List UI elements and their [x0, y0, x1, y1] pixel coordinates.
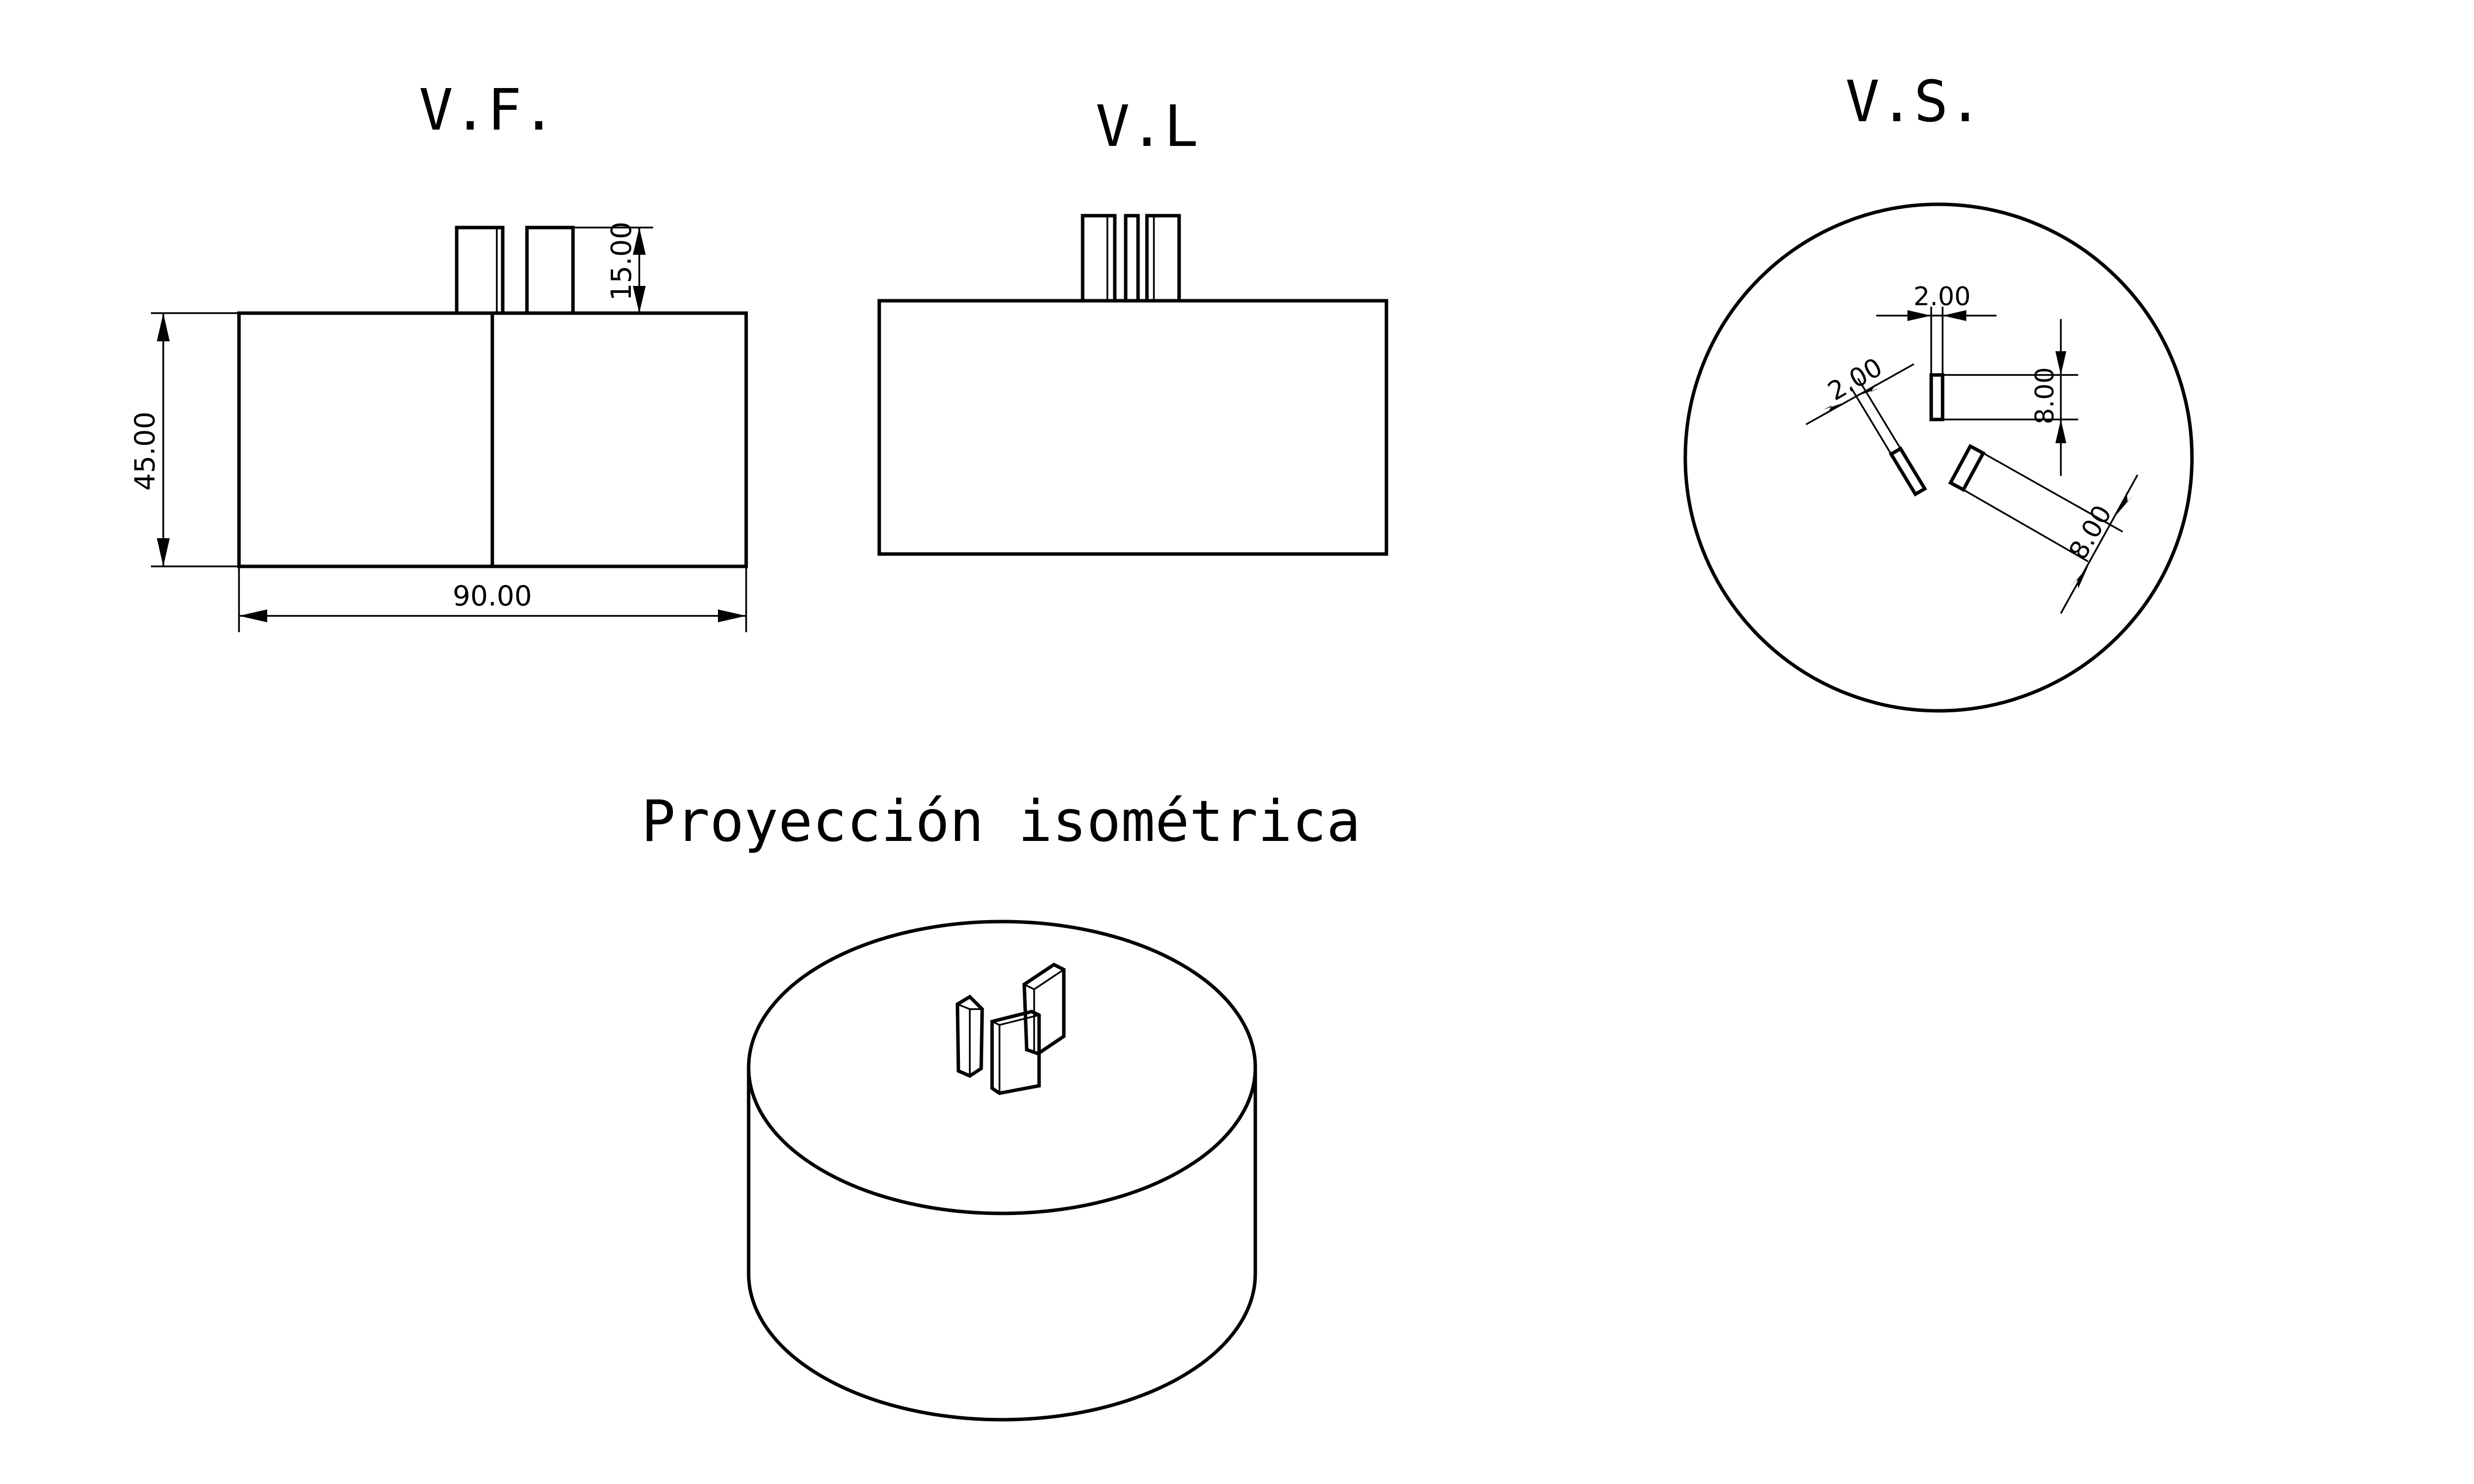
side-view: V.L [877, 93, 1388, 556]
front-view-pin-left [455, 226, 505, 315]
top-view-title: V.S. [1846, 69, 1983, 135]
top-view-outline [1683, 202, 2194, 713]
front-dim-pin-label: 15.00 [606, 222, 638, 301]
isometric-pin-right [1022, 962, 1066, 1056]
isometric-view-title: Proyección isométrica [641, 788, 1361, 855]
front-view-title: V.F. [419, 77, 556, 143]
side-view-pins [1081, 214, 1181, 303]
top-dim-l1-label: 8.00 [2030, 367, 2060, 424]
isometric-view: Proyección isométrica [641, 788, 1361, 1422]
top-dim-w1: 2.00 [1876, 282, 1997, 375]
front-dim-height: 45.00 [129, 312, 239, 567]
top-dim-w2: 2.00 [1806, 352, 1914, 455]
front-dim-width: 90.00 [238, 566, 747, 632]
front-dim-height-label: 45.00 [129, 412, 161, 491]
isometric-pin-front [990, 1010, 1041, 1095]
front-view-pin-right [525, 226, 575, 315]
top-dim-w1-label: 2.00 [1913, 282, 1971, 312]
side-view-title: V.L [1095, 93, 1198, 160]
top-view-pin-vertical [1929, 373, 1945, 421]
side-view-body [877, 299, 1388, 556]
top-view: V.S. 2.00 8.00 [1683, 69, 2194, 713]
front-view: V.F. 90.00 45.00 [129, 77, 748, 632]
isometric-top-ellipse [747, 920, 1257, 1215]
top-view-pin-slanted [1889, 446, 1927, 497]
top-view-pin-long [1948, 444, 1986, 492]
front-dim-width-label: 90.00 [453, 580, 532, 612]
top-dim-l2-label: 8.00 [2063, 500, 2118, 564]
isometric-bottom-arc [747, 1273, 1257, 1422]
top-dim-l1: 8.00 [1943, 319, 2078, 476]
top-dim-l2: 8.00 [1963, 452, 2139, 614]
top-dim-w2-label: 2.00 [1823, 352, 1887, 407]
isometric-pin-left [955, 994, 984, 1078]
front-dim-pin: 15.00 [573, 222, 653, 314]
